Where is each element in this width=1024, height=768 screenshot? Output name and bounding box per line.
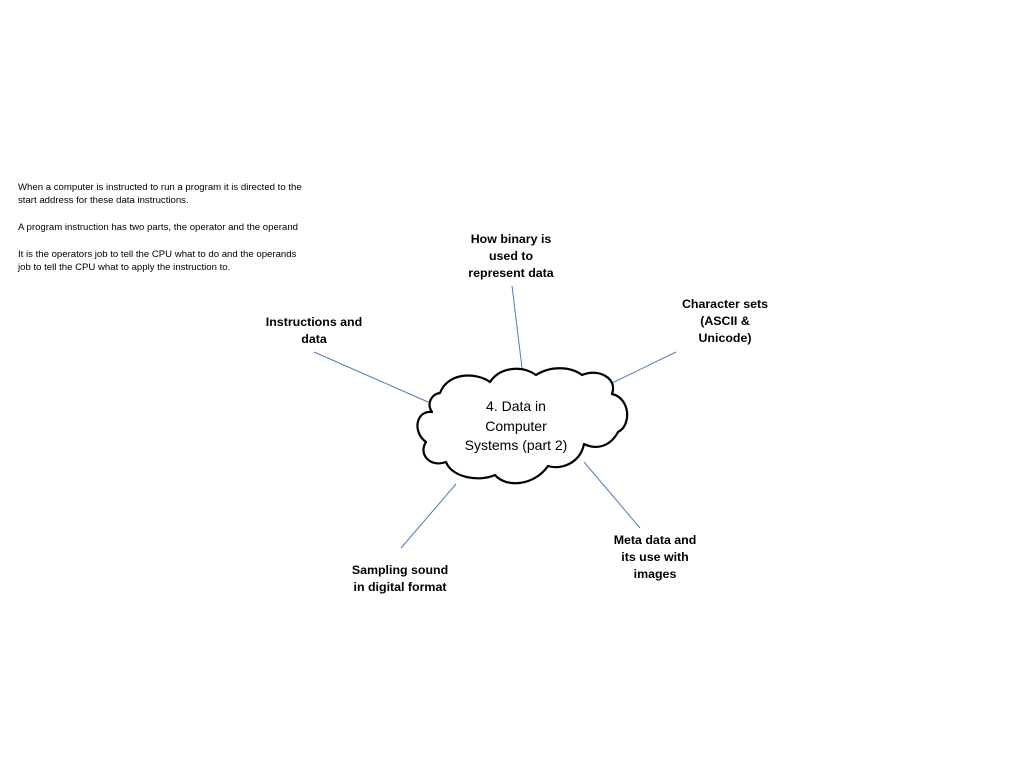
branch-binary: How binary is used to represent data — [451, 231, 571, 282]
note-paragraph-1: When a computer is instructed to run a p… — [18, 182, 302, 207]
branch-charsets-line-1: Character sets — [681, 297, 769, 311]
central-topic-line-3: Systems (part 2) — [464, 437, 568, 453]
branch-metadata-line-1: Meta data and — [613, 533, 697, 547]
central-cloud-shape — [416, 367, 629, 485]
central-topic-line-2: Computer — [485, 417, 547, 434]
branch-binary-line-3: represent data — [468, 266, 554, 280]
connector-sampling — [400, 483, 457, 549]
central-topic-line-1: 4. Data in — [486, 398, 546, 414]
branch-sampling-sound: Sampling sound in digital format — [334, 562, 466, 596]
branch-sampling-line-1: Sampling sound — [351, 563, 449, 577]
central-topic: 4. Data in Computer Systems (part 2) — [452, 397, 580, 456]
branch-instructions-line-1: Instructions and — [265, 315, 363, 329]
note-paragraph-2: A program instruction has two parts, the… — [18, 222, 298, 234]
branch-binary-line-2: used to — [488, 249, 534, 263]
branch-meta-data: Meta data and its use with images — [596, 532, 714, 583]
branch-charsets-line-3: Unicode) — [698, 331, 752, 345]
note-paragraph-3: It is the operators job to tell the CPU … — [18, 249, 297, 274]
branch-metadata-line-3: images — [633, 567, 677, 581]
branch-metadata-line-2: its use with — [621, 550, 689, 564]
connector-lines — [313, 285, 677, 549]
connector-binary — [511, 285, 524, 377]
branch-character-sets: Character sets (ASCII & Unicode) — [666, 296, 784, 347]
connector-instructions — [313, 351, 429, 403]
connector-metadata — [583, 461, 641, 529]
instruction-notes: When a computer is instructed to run a p… — [18, 181, 308, 288]
branch-instructions-line-2: data — [301, 332, 327, 346]
connector-charsets — [609, 351, 677, 385]
branch-binary-line-1: How binary is — [470, 232, 552, 246]
branch-instructions: Instructions and data — [249, 314, 379, 348]
branch-sampling-line-2: in digital format — [353, 580, 447, 594]
branch-charsets-line-2: (ASCII & — [700, 314, 750, 328]
